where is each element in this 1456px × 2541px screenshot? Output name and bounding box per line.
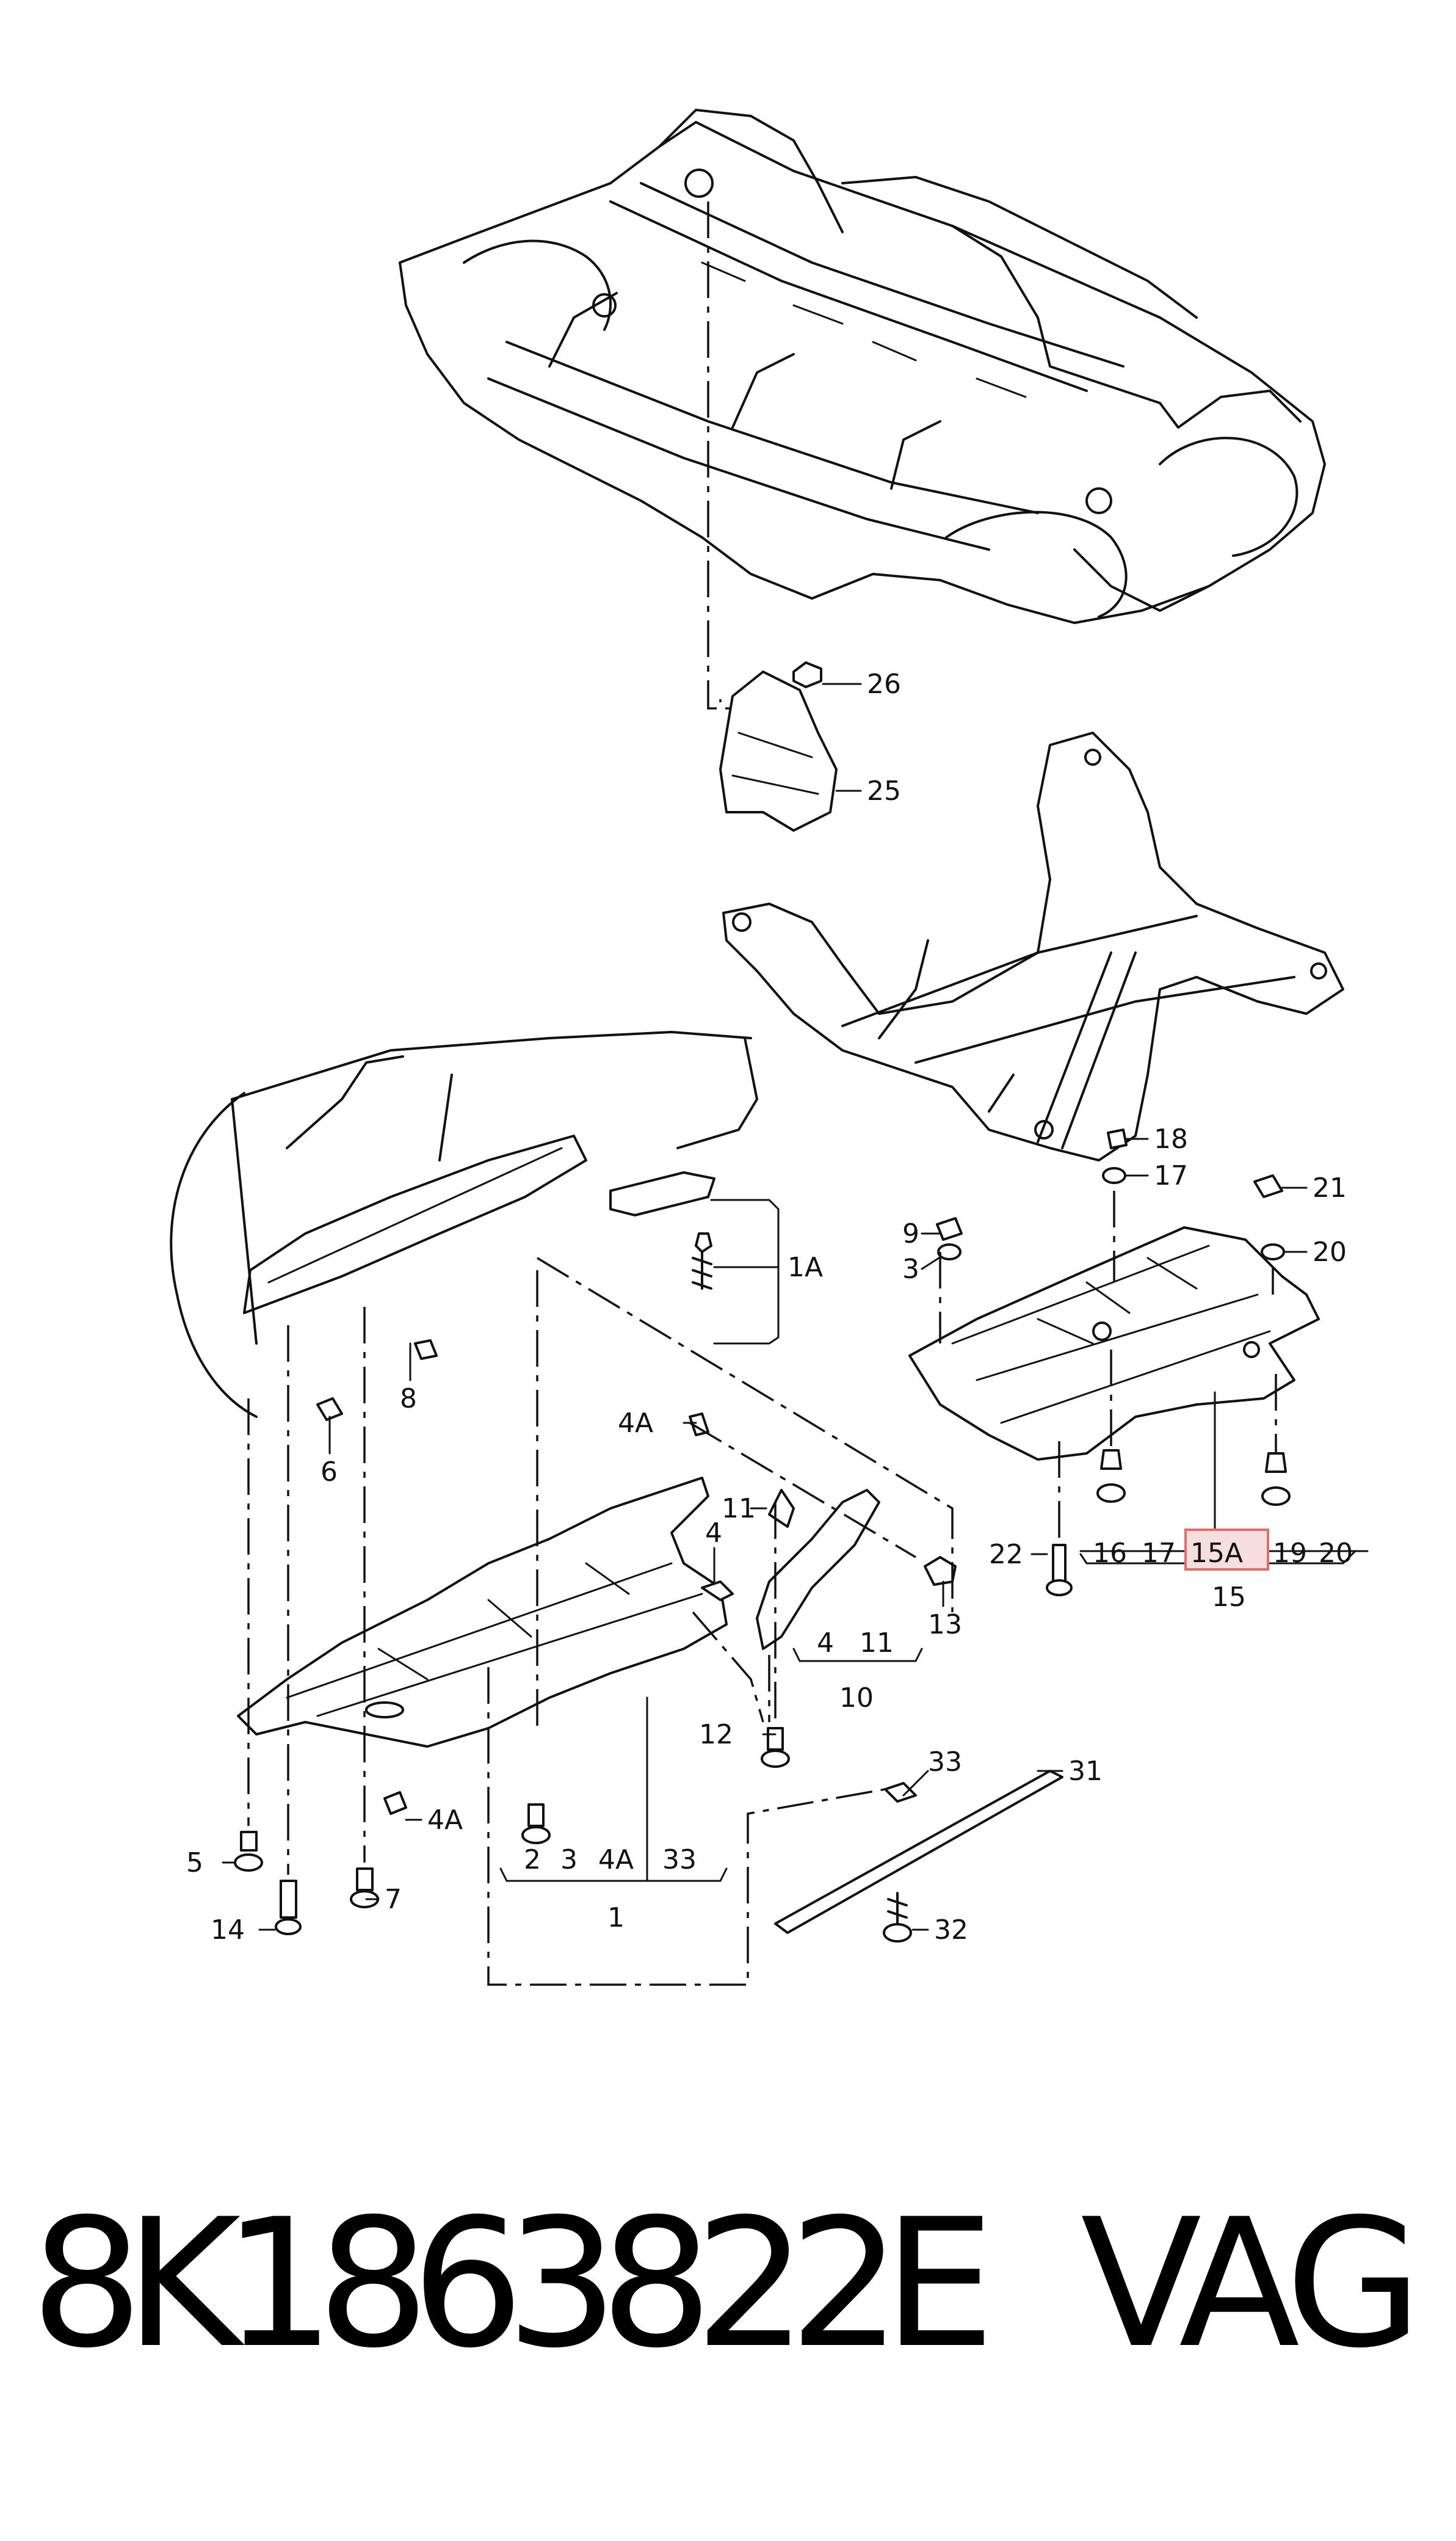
leader-lines: [222, 683, 1369, 1931]
group10-11: 11: [860, 1627, 894, 1659]
group15-16: 16: [1093, 1538, 1127, 1569]
part-25-bracket: [719, 661, 838, 832]
group15-20: 20: [1319, 1538, 1353, 1569]
label-11: 11: [722, 1493, 756, 1524]
label-33-top: 33: [928, 1747, 962, 1778]
label-20: 20: [1313, 1237, 1347, 1268]
label-3: 3: [902, 1254, 919, 1285]
label-18: 18: [1154, 1124, 1188, 1155]
group15-label: 15: [1212, 1582, 1246, 1613]
fasteners: [234, 1129, 1291, 1935]
part-15-skid-plate: [908, 1226, 1320, 1461]
part-31-strip: [774, 1770, 1063, 1943]
part-1A-shield: [609, 1171, 715, 1290]
label-1A: 1A: [788, 1252, 823, 1283]
label-8: 8: [400, 1383, 417, 1414]
label-4A-top: 4A: [618, 1408, 653, 1439]
label-31: 31: [1068, 1756, 1103, 1787]
label-12: 12: [699, 1719, 733, 1750]
group1-label: 1: [607, 1902, 625, 1933]
callout-labels: 26 25 18 17 21 20 9 3 1A 8 6 4A 11 4 13 …: [186, 669, 1353, 1946]
label-13: 13: [928, 1609, 962, 1640]
car-body-illustration: [399, 109, 1326, 624]
assembly-dash-lines: [247, 202, 1277, 1986]
part-11-clip: [768, 1489, 795, 1528]
group1-2: 2: [524, 1844, 541, 1875]
part-26-nut: [792, 661, 822, 688]
front-bumper-illustration: [170, 1031, 758, 1418]
group1-4A: 4A: [598, 1844, 634, 1875]
label-4A-bottom: 4A: [427, 1805, 463, 1836]
group15-15A: 15A: [1190, 1538, 1243, 1569]
part-number: 8K1863822E: [31, 2181, 995, 2387]
label-17: 17: [1154, 1160, 1188, 1191]
label-7: 7: [385, 1884, 402, 1915]
label-9: 9: [902, 1218, 919, 1249]
highlight-15A: [1184, 1529, 1269, 1571]
label-32: 32: [934, 1914, 968, 1946]
part-13-clip: [924, 1556, 957, 1586]
label-26: 26: [867, 669, 901, 700]
part-4-clip: [701, 1580, 734, 1601]
group15-17: 17: [1142, 1538, 1176, 1569]
label-22: 22: [989, 1539, 1023, 1570]
group10-label: 10: [839, 1682, 874, 1714]
group10-4: 4: [817, 1627, 834, 1659]
label-25: 25: [867, 776, 901, 807]
label-4: 4: [705, 1518, 722, 1549]
front-subframe-illustration: [722, 732, 1344, 1161]
label-5: 5: [186, 1847, 203, 1878]
label-21: 21: [1313, 1172, 1347, 1204]
group1-33: 33: [662, 1844, 697, 1875]
part-10-bracket: [701, 1489, 957, 1650]
group15-19: 19: [1273, 1538, 1307, 1569]
label-6: 6: [321, 1456, 338, 1488]
group1-3: 3: [560, 1844, 578, 1875]
label-14: 14: [211, 1914, 245, 1946]
brand: VAG: [1081, 2181, 1422, 2387]
part-1-underbody-panel: [237, 1477, 728, 1748]
